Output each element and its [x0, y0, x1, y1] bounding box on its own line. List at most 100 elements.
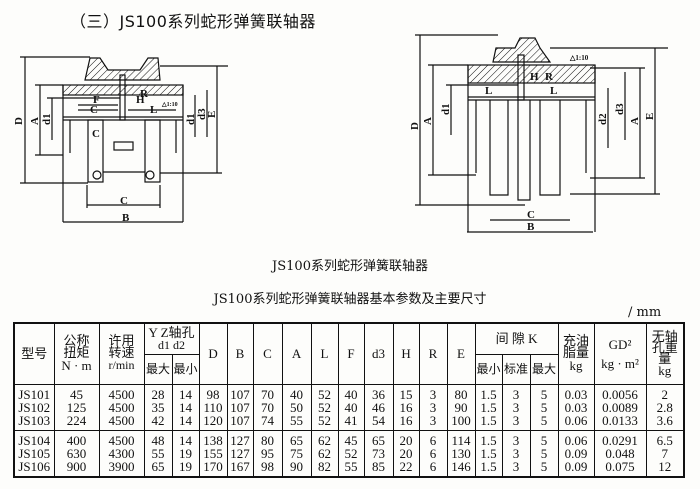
table-cell-value: 3.6: [656, 412, 673, 428]
table-cell-value: 5: [540, 399, 548, 415]
label-d1: d1: [440, 103, 452, 115]
table-cell-value: 4500: [108, 412, 135, 428]
header-D: D: [198, 322, 228, 385]
table-cell-value: 62: [318, 445, 332, 461]
table-cell-value: 900: [66, 458, 87, 474]
table-cell-value: 3: [512, 458, 520, 474]
table-cell-value: 3: [429, 386, 437, 402]
header-gap-min: 最小: [474, 353, 503, 385]
table-cell-value: 19: [179, 445, 192, 461]
label-E: E: [644, 113, 656, 120]
label-A-right: A: [629, 117, 641, 125]
table-cell-value: 0.0291: [602, 432, 638, 448]
table-cell-value: 52: [318, 386, 332, 402]
table-cell-value: 80: [261, 432, 275, 448]
table-cell-value: 42: [151, 412, 165, 428]
unit-label: / mm: [628, 305, 662, 320]
table-cell-value: 50: [290, 399, 304, 415]
table-cell-value: 0.048: [605, 445, 635, 461]
header-bore-max: 最大: [143, 353, 173, 385]
label-C-top: C: [90, 104, 98, 116]
label-F: F: [93, 94, 100, 106]
label-R: R: [545, 71, 554, 83]
label-C: C: [527, 209, 535, 221]
table-cell-value: 14: [179, 412, 192, 428]
table-cell-value: 114: [451, 432, 471, 448]
table-cell-value: 125: [66, 399, 87, 415]
table-cell-value: 15: [399, 386, 413, 402]
table-cell-value: 52: [318, 399, 332, 415]
table-cell-value: 55: [151, 445, 165, 461]
table-cell-value: 40: [344, 386, 358, 402]
label-d1: d1: [41, 113, 53, 125]
table-cell-value: 5: [540, 412, 548, 428]
table-cell-value: 80: [454, 386, 468, 402]
table-cell-value: 127: [230, 432, 250, 448]
table-cell-value: 5: [540, 445, 548, 461]
table-cell-value: 52: [344, 445, 358, 461]
table-cell-value: 107: [230, 399, 250, 415]
table-cell-value: 0.03: [564, 399, 588, 415]
table-cell-value: 6.5: [656, 432, 673, 448]
table-cell-value: 3: [429, 399, 437, 415]
table-cell-value: 14: [179, 386, 192, 402]
table-cell-value: 70: [261, 399, 275, 415]
header-gap: 间 隙 K: [474, 322, 559, 355]
table-cell-value: 62: [318, 432, 332, 448]
header-B: B: [226, 322, 254, 385]
table-cell-value: 90: [290, 458, 304, 474]
table-cell-value: 120: [203, 412, 223, 428]
table-cell-value: 48: [151, 432, 165, 448]
header-d3: d3: [363, 322, 394, 385]
table-cell-value: 55: [290, 412, 304, 428]
section-title: （三）JS100系列蛇形弹簧联轴器: [70, 12, 316, 31]
table-cell-value: 73: [372, 445, 386, 461]
table-cell-value: 46: [372, 399, 386, 415]
table-cell-value: 170: [203, 458, 223, 474]
table-cell-value: 54: [372, 412, 386, 428]
header-bore-min: 最小: [171, 353, 200, 385]
label-D: D: [409, 122, 421, 130]
table-cell-value: 3: [512, 412, 520, 428]
table-cell-value: 65: [290, 432, 304, 448]
table-cell-value: 98: [261, 458, 275, 474]
header-model: 型号: [13, 322, 55, 385]
table-cell-value: 40: [344, 399, 358, 415]
table-cell-value: 14: [179, 432, 192, 448]
table-cell-value: 138: [203, 432, 223, 448]
table-cell-value: 0.06: [564, 432, 588, 448]
table-cell-value: 7: [661, 445, 669, 461]
table-cell-value: 0.075: [605, 458, 635, 474]
table-cell-value: 5: [540, 386, 548, 402]
table-cell-value: 3: [512, 399, 520, 415]
table-cell-value: 1.5: [480, 458, 497, 474]
table-cell-value: 40: [290, 386, 304, 402]
table-cell-value: 3: [512, 432, 520, 448]
label-d1-right: d1: [185, 113, 197, 125]
table-cell-value: 85: [372, 458, 386, 474]
